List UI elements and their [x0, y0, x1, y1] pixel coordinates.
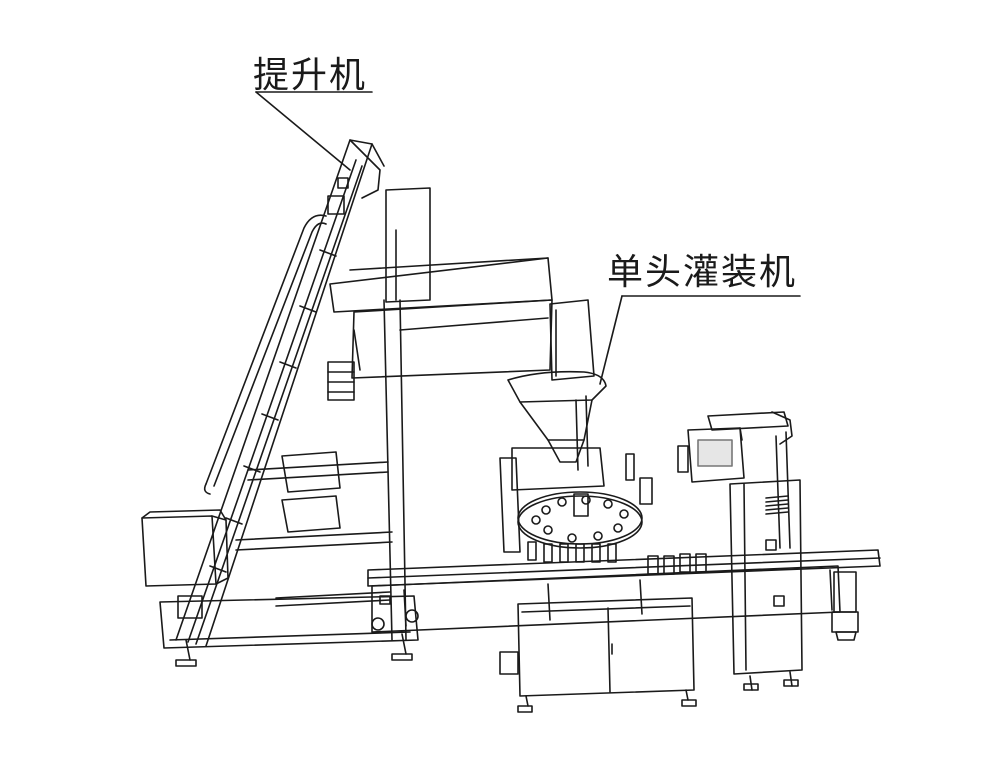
elevator-label: 提升机 [253, 55, 368, 96]
elevator-leader-line [255, 91, 373, 171]
control-cabinet [677, 411, 859, 691]
filling-machine [367, 299, 881, 713]
filler-leader-line [599, 295, 801, 385]
hmi-screen [697, 439, 733, 467]
hmi-screen-frame [687, 427, 745, 483]
filler-label: 单头灌装机 [607, 252, 798, 293]
elevator-machine [141, 139, 553, 667]
